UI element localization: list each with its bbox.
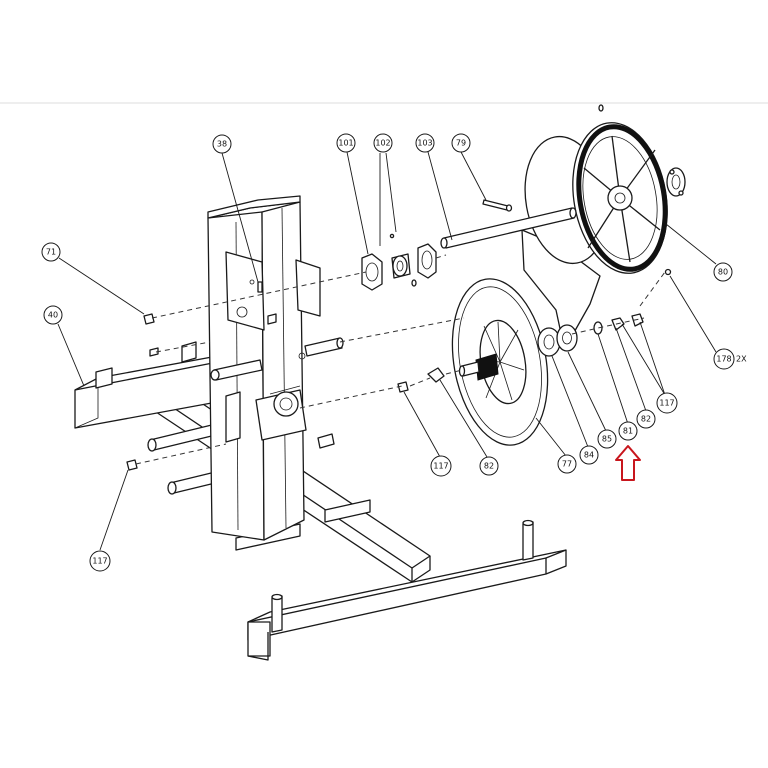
callout-40: 40 (43, 305, 63, 325)
callout-178: 178 2X (713, 348, 747, 370)
washers (537, 324, 578, 357)
callout-117-center: 117 (430, 455, 452, 477)
callout-label: 77 (562, 460, 572, 469)
callout-label: 38 (217, 140, 227, 149)
callout-81: 81 (618, 421, 638, 441)
pin-79 (482, 199, 513, 212)
callout-80: 80 (713, 262, 733, 282)
leader-lines (57, 151, 717, 551)
callout-102: 102 (373, 133, 393, 153)
callout-label: 82 (641, 415, 651, 424)
front-flywheel (451, 278, 549, 446)
small-hardware-left (126, 313, 445, 471)
quantity-suffix: 2X (736, 355, 747, 364)
callout-85: 85 (597, 429, 617, 449)
callout-label: 82 (484, 462, 494, 471)
callout-label: 40 (48, 311, 58, 320)
callout-77: 77 (557, 454, 577, 474)
highlight-arrow-icon (615, 445, 641, 481)
callout-label: 117 (659, 399, 674, 408)
alignment-lines (135, 254, 666, 465)
callout-label: 85 (602, 435, 612, 444)
callout-101: 101 (336, 133, 356, 153)
rear-wheel-assembly (521, 104, 686, 339)
callout-label: 102 (375, 139, 390, 148)
callout-label: 80 (718, 268, 728, 277)
callout-label: 117 (92, 557, 107, 566)
callout-82-center: 82 (479, 456, 499, 476)
callout-label: 84 (584, 451, 594, 460)
callout-84: 84 (579, 445, 599, 465)
callout-71: 71 (41, 242, 61, 262)
callout-label: 79 (456, 139, 466, 148)
callout-label: 81 (623, 427, 633, 436)
axle-shaft (440, 207, 577, 249)
upright-tower (207, 195, 344, 541)
callout-label: 178 (716, 355, 731, 364)
callout-79: 79 (451, 133, 471, 153)
callout-117-right: 117 (656, 392, 678, 414)
callout-38: 38 (212, 134, 232, 154)
callout-82-right: 82 (636, 409, 656, 429)
callout-117-left: 117 (89, 550, 111, 572)
callout-label: 103 (417, 139, 432, 148)
callout-label: 117 (433, 462, 448, 471)
callout-label: 101 (338, 139, 353, 148)
bearing-housings (361, 233, 437, 291)
callout-label: 71 (46, 248, 56, 257)
callout-103: 103 (415, 133, 435, 153)
